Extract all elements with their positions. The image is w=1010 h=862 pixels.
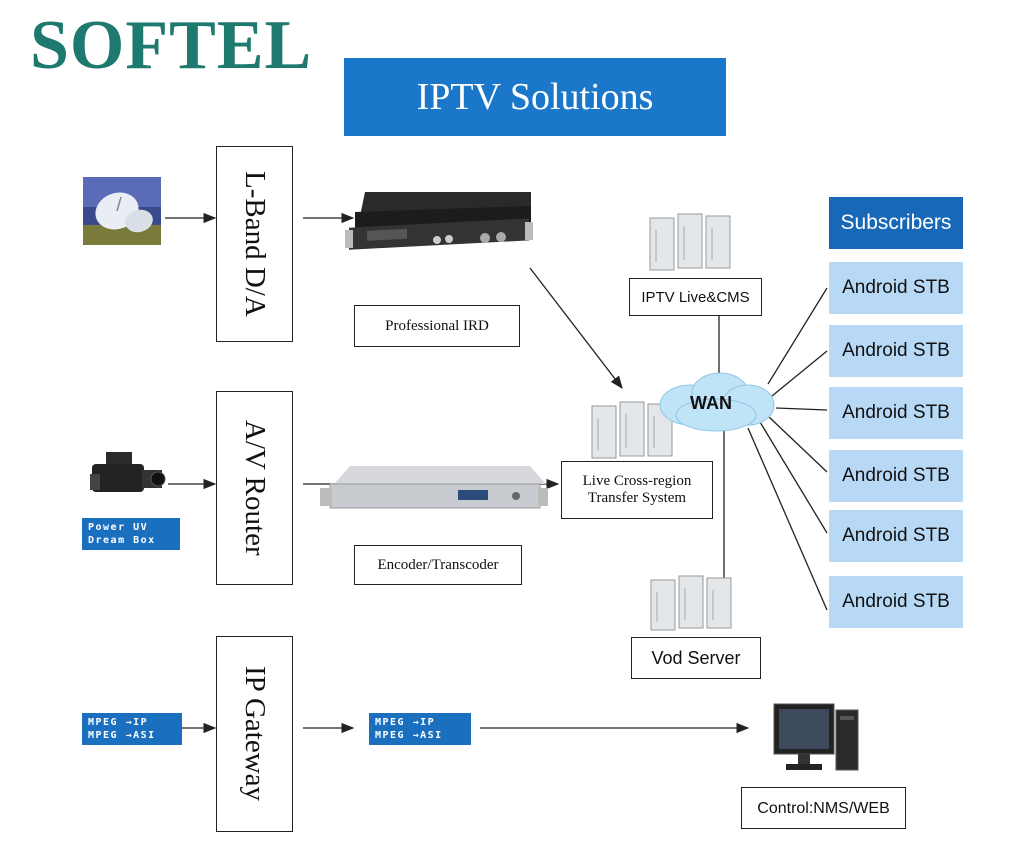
mpeg-tag-right-line1: MPEG →IP [375,717,436,728]
av-router-box: A/V Router [216,391,293,585]
mpeg-tag-left-line2: MPEG →ASI [88,730,156,741]
ip-gateway-box: IP Gateway [216,636,293,832]
ip-gateway-label: IP Gateway [239,666,271,802]
line-wan-to-stb6 [747,427,828,611]
line-wan-to-stb2 [771,350,828,397]
iptv-cms-label: IPTV Live&CMS [629,278,762,316]
encoder-label-text: Encoder/Transcoder [377,556,499,573]
mpeg-tag-left-line1: MPEG →IP [88,717,149,728]
wan-label: WAN [690,393,732,413]
control-label: Control:NMS/WEB [741,787,906,829]
line-wan-to-stb3 [775,407,828,411]
desktop-computer-icon [773,703,859,771]
line-wan-to-stb1 [767,287,828,385]
satellite-dish-icon [83,177,161,245]
subscribers-header-text: Subscribers [840,211,952,234]
wan-cloud-icon [659,372,775,432]
android-stb-4: Android STB [829,450,963,502]
dreambox-tag-line2: Dream Box [88,535,156,546]
android-stb-1: Android STB [829,262,963,314]
softel-logo: SOFTEL [30,7,313,84]
vod-label: Vod Server [631,637,761,679]
crossregion-label-line2: Transfer System [587,490,687,506]
ird-label-text: Professional IRD [385,317,489,334]
line-wan-to-stb4 [767,415,828,473]
mpeg-tag-right-line2: MPEG →ASI [375,730,443,741]
encoder-label: Encoder/Transcoder [354,545,522,585]
android-stb-5: Android STB [829,510,963,562]
cms-server-icon [649,213,731,271]
lband-da-box: L-Band D/A [216,146,293,342]
mpeg-tag-left: MPEG →IP MPEG →ASI [82,713,182,745]
subscribers-header: Subscribers [829,197,963,249]
dreambox-tag-line1: Power UV [88,522,149,533]
control-label-text: Control:NMS/WEB [757,799,890,817]
diagram-title: IPTV Solutions [416,76,654,118]
android-stb-6: Android STB [829,576,963,628]
lband-da-label: L-Band D/A [239,171,271,317]
android-stb-1-label: Android STB [842,277,950,298]
android-stb-2-label: Android STB [842,340,950,361]
android-stb-3: Android STB [829,387,963,439]
ird-device-icon [345,192,533,250]
av-router-label: A/V Router [239,420,271,556]
android-stb-6-label: Android STB [842,591,950,612]
ird-label: Professional IRD [354,305,520,347]
android-stb-4-label: Android STB [842,465,950,486]
iptv-cms-label-text: IPTV Live&CMS [641,288,750,306]
crossregion-label: Live Cross-region Transfer System [561,461,713,519]
vod-label-text: Vod Server [651,647,741,668]
video-camera-icon [90,452,166,492]
android-stb-5-label: Android STB [842,525,950,546]
line-wan-to-stb5 [759,421,828,534]
diagram-title-banner: IPTV Solutions [344,58,726,136]
crossregion-label-line1: Live Cross-region [582,473,692,489]
dreambox-tag: Power UV Dream Box [82,518,180,550]
android-stb-3-label: Android STB [842,402,950,423]
android-stb-2: Android STB [829,325,963,377]
arrow-ird-to-wan [529,267,623,390]
mpeg-tag-right: MPEG →IP MPEG →ASI [369,713,471,745]
encoder-device-icon [320,466,548,509]
vod-server-icon [650,575,732,631]
